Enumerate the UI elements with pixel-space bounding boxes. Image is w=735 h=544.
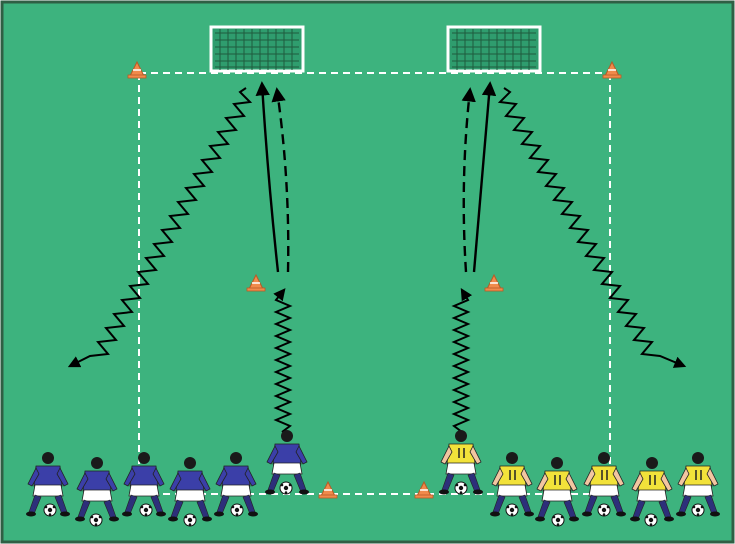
ball (692, 504, 704, 516)
ball (455, 482, 467, 494)
ball (90, 514, 102, 526)
ball (140, 504, 152, 516)
ball (506, 504, 518, 516)
goal-left (211, 27, 303, 71)
ball (280, 482, 292, 494)
goal-right (448, 27, 540, 71)
ball (44, 504, 56, 516)
ball (552, 514, 564, 526)
ball (231, 504, 243, 516)
ball (598, 504, 610, 516)
ball (645, 514, 657, 526)
ball (184, 514, 196, 526)
